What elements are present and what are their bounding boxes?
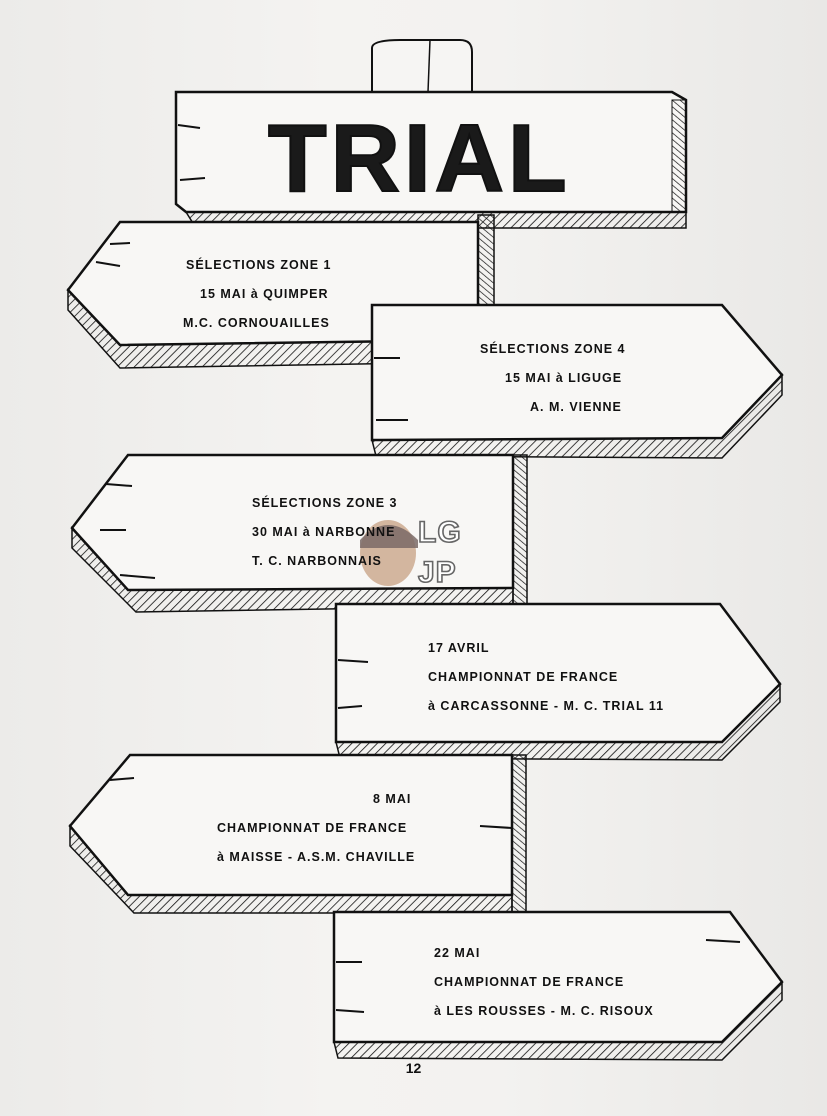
- post: [371, 39, 528, 916]
- sign-6-line-2: CHAMPIONNAT DE FRANCE: [434, 975, 625, 989]
- sign-1-line-1: SÉLECTIONS ZONE 1: [186, 258, 332, 272]
- sign-6-board: [332, 910, 784, 1061]
- sign-2-line-1: SÉLECTIONS ZONE 4: [480, 342, 626, 356]
- sign-5-line-2: CHAMPIONNAT DE FRANCE: [217, 821, 408, 835]
- sign-4-board: [334, 602, 782, 761]
- sign-3-line-2: 30 MAI à NARBONNE: [252, 525, 396, 539]
- sign-6-line-1: 22 MAI: [434, 946, 481, 960]
- sign-4-line-2: CHAMPIONNAT DE FRANCE: [428, 670, 619, 684]
- sign-2-line-2: 15 MAI à LIGUGE: [505, 371, 623, 385]
- watermark-lg: LG: [417, 515, 462, 550]
- sign-2-board: [370, 303, 784, 459]
- sign-3-line-1: SÉLECTIONS ZONE 3: [252, 496, 398, 510]
- sign-1-line-3: M.C. CORNOUAILLES: [183, 316, 330, 330]
- sign-5-board: [68, 753, 514, 914]
- sign-5-line-1: 8 MAI: [373, 792, 412, 806]
- sign-4-line-3: à CARCASSONNE - M. C. TRIAL 11: [428, 699, 665, 713]
- sign-4-line-1: 17 AVRIL: [428, 641, 490, 655]
- title-trial-text: TRIAL: [267, 104, 571, 213]
- sign-3-line-3: T. C. NARBONNAIS: [252, 554, 382, 568]
- sign-5-line-3: à MAISSE - A.S.M. CHAVILLE: [217, 850, 416, 864]
- page-number: 12: [405, 1060, 422, 1076]
- watermark-jp: JP: [417, 555, 457, 590]
- sign-1-line-2: 15 MAI à QUIMPER: [200, 287, 329, 301]
- sign-2-line-3: A. M. VIENNE: [530, 400, 622, 414]
- sign-6-line-3: à LES ROUSSES - M. C. RISOUX: [434, 1004, 654, 1018]
- watermark-face-icon: [360, 520, 418, 586]
